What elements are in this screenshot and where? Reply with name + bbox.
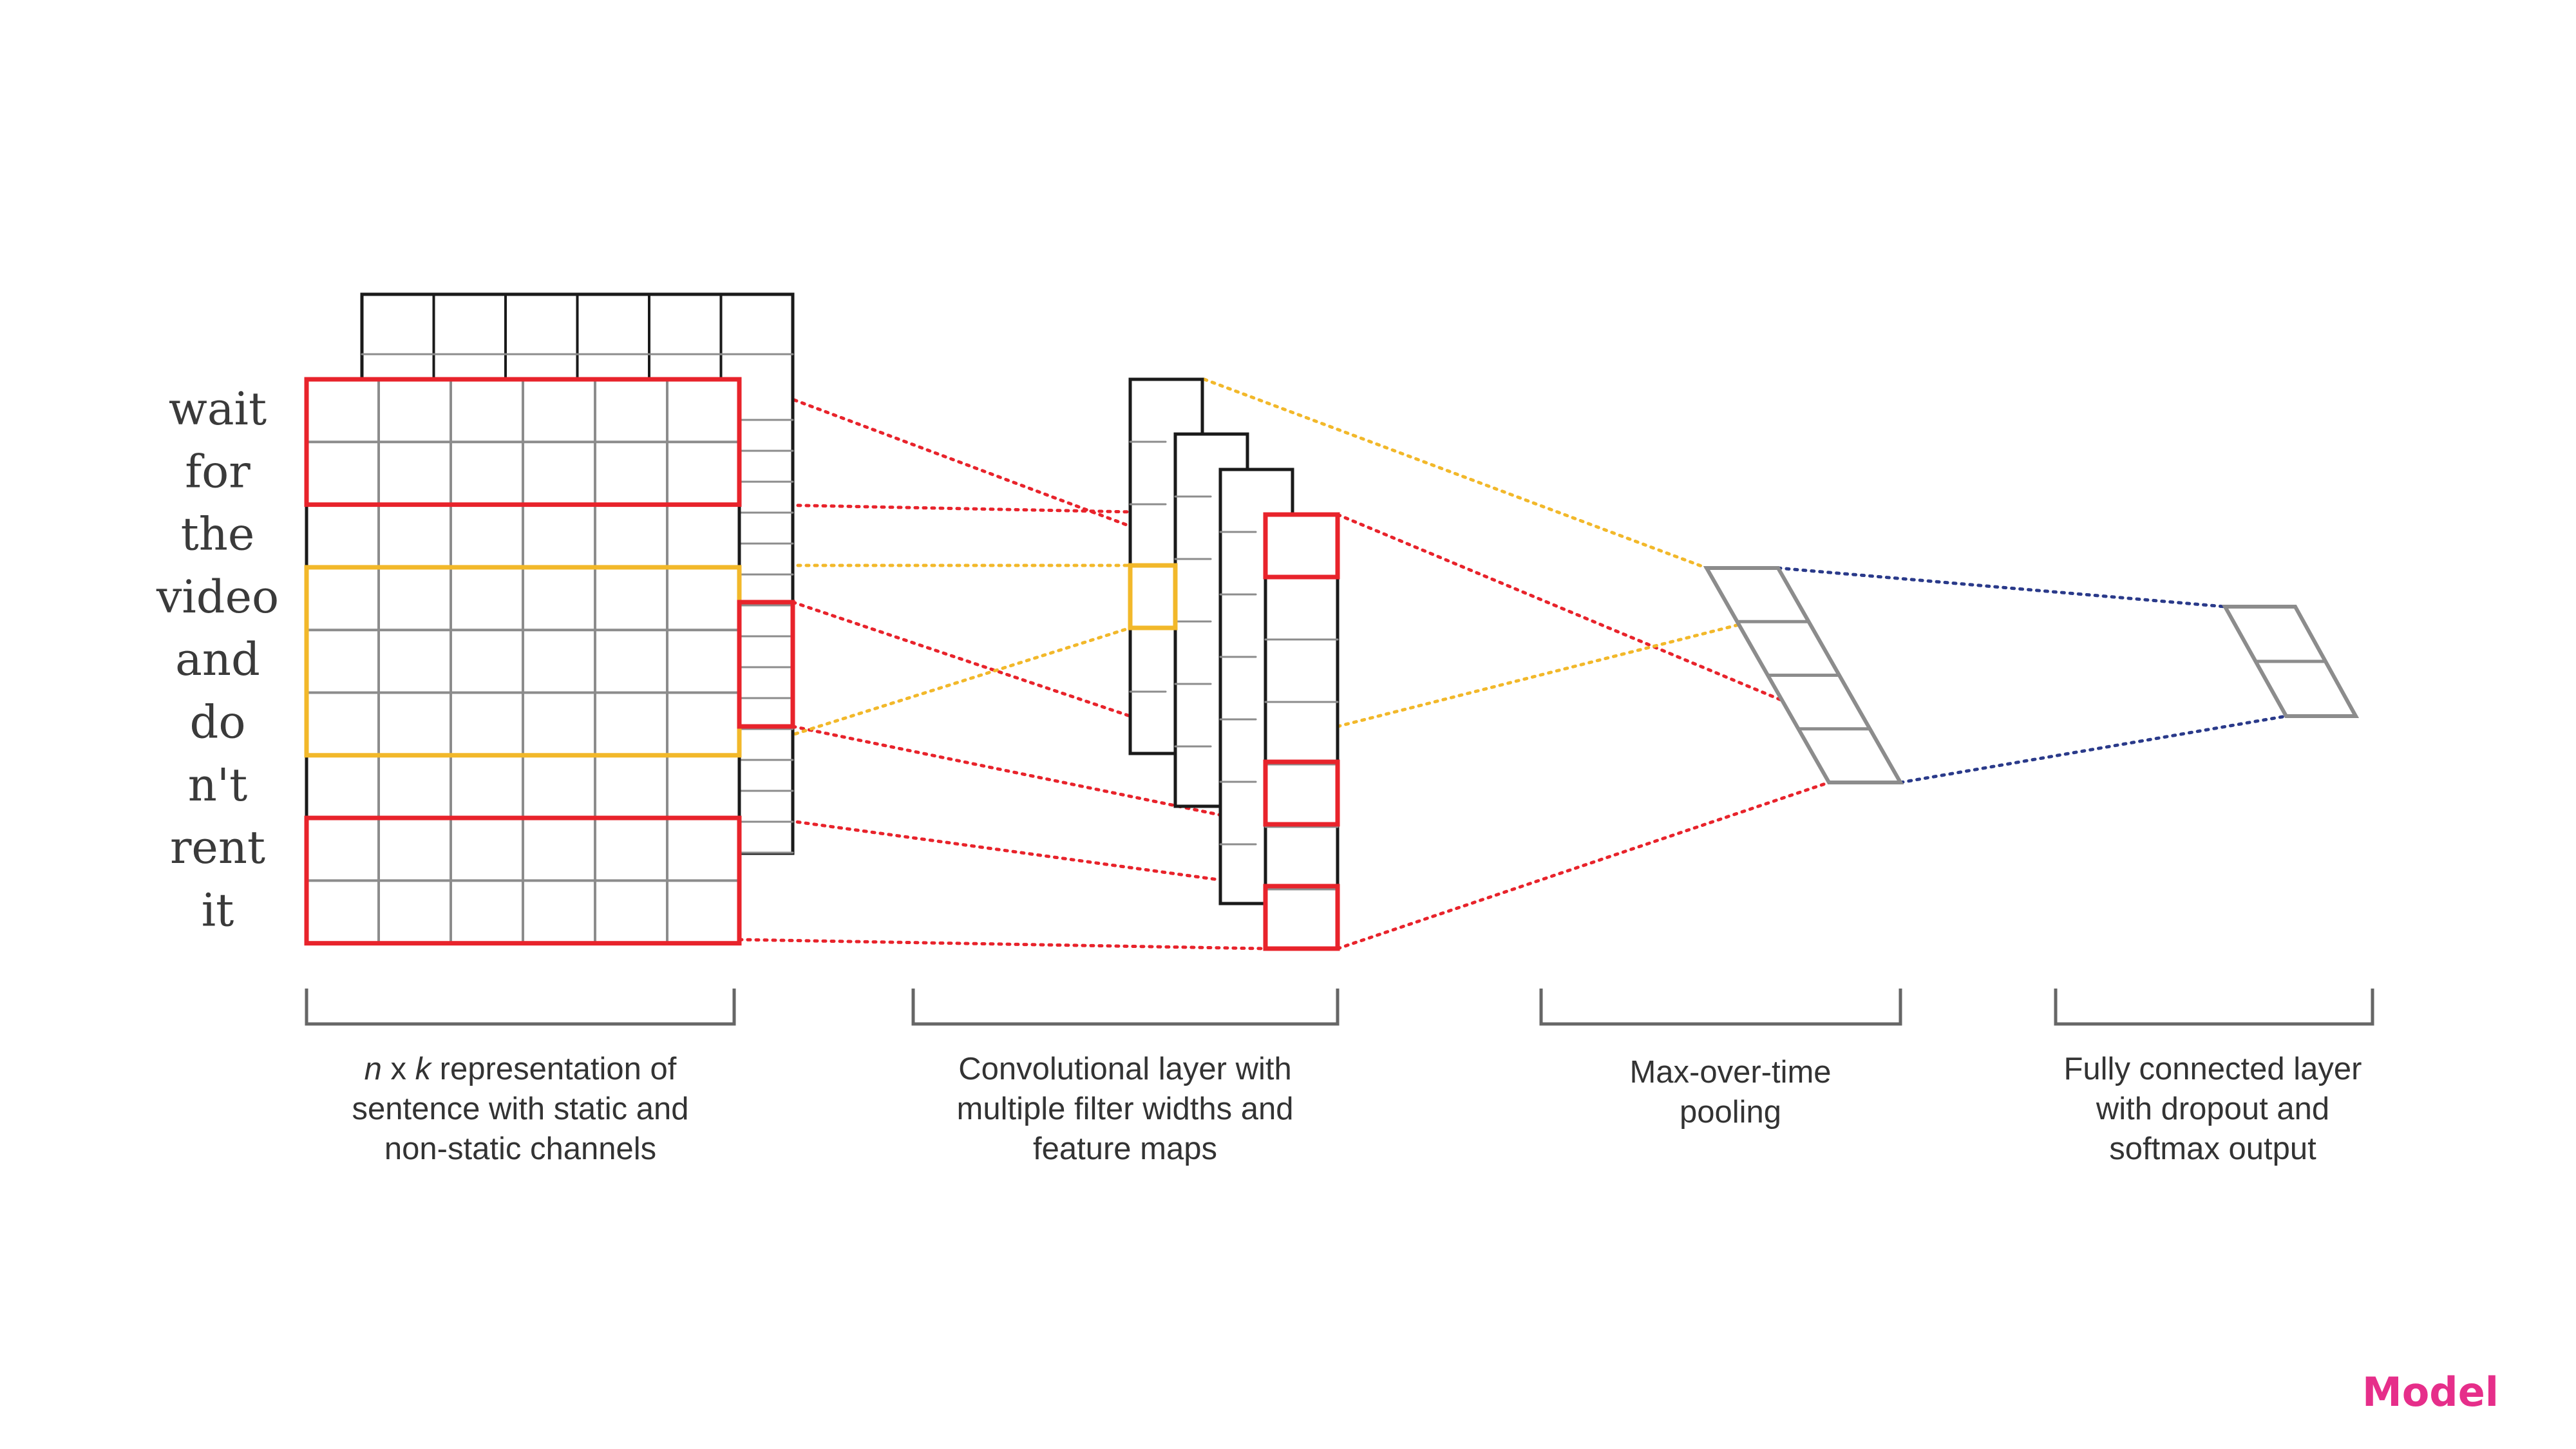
connector-blue	[1899, 714, 2288, 784]
caption-text-segment: with dropout and	[2096, 1092, 2329, 1126]
section-caption-line: sentence with static and	[352, 1092, 689, 1126]
feature-map-yellow-cell	[1128, 563, 1178, 630]
section-caption-line: n x k representation of	[365, 1052, 677, 1086]
section-caption-line: with dropout and	[2096, 1092, 2329, 1126]
sentence-matrix	[304, 292, 795, 946]
connector-red	[737, 938, 1267, 951]
connector-blue	[1776, 566, 2227, 609]
max-pooling-layer	[1703, 566, 1904, 784]
caption-text-segment: n	[365, 1052, 382, 1086]
section-caption-line: Fully connected layer	[2063, 1052, 2362, 1086]
section-bracket	[305, 989, 736, 1026]
caption-text-segment: sentence with static and	[352, 1092, 689, 1126]
caption-text-segment: feature maps	[1033, 1132, 1217, 1166]
section-bracket	[2054, 989, 2374, 1026]
fully-connected-layer	[2221, 605, 2360, 718]
connector-yellow	[1202, 377, 1709, 570]
feature-maps	[1128, 377, 1340, 951]
sentence-word: do	[190, 696, 246, 749]
caption-text-segment: k	[415, 1052, 433, 1086]
connector-red	[791, 724, 1267, 826]
sentence-word: and	[175, 633, 260, 686]
section-caption-line: Max-over-time	[1629, 1055, 1831, 1090]
section-caption-line: softmax output	[2109, 1132, 2316, 1166]
caption-text-segment: Fully connected layer	[2063, 1052, 2362, 1086]
sentence-word: the	[181, 508, 255, 561]
filter-window-red-bottom	[304, 815, 742, 946]
sentence-word: for	[185, 445, 251, 498]
caption-text-segment: multiple filter widths and	[957, 1092, 1294, 1126]
section-caption-line: pooling	[1680, 1095, 1781, 1130]
caption-text-segment: non-static channels	[384, 1132, 656, 1166]
caption-text-segment: pooling	[1680, 1095, 1781, 1130]
feature-map-red-cell-mid	[1263, 759, 1340, 827]
caption-text-segment: softmax output	[2109, 1132, 2316, 1166]
brand-logo-text: Model	[2362, 1368, 2499, 1416]
caption-text-segment: representation of	[431, 1052, 677, 1086]
connector-lines	[737, 377, 2288, 951]
connector-red	[737, 812, 1267, 888]
filter-window-red-top	[304, 377, 742, 507]
connector-yellow	[737, 626, 1132, 753]
section-captions: n x k representation of sentence with sta…	[352, 1052, 2362, 1166]
section-bracket	[1539, 989, 1902, 1026]
sentence-word: n't	[188, 759, 247, 811]
sentence-word: it	[202, 884, 234, 936]
sentence-words: wait for the video and do n't rent it	[156, 383, 279, 936]
section-caption-line: non-static channels	[384, 1132, 656, 1166]
section-caption-line: Convolutional layer with	[958, 1052, 1292, 1086]
feature-map-red-cell-bottom	[1263, 884, 1340, 951]
connector-red	[791, 600, 1267, 764]
section-caption-line: multiple filter widths and	[957, 1092, 1294, 1126]
connector-red	[1336, 781, 1831, 951]
feature-map-front-frame	[1264, 513, 1340, 951]
sentence-word: wait	[169, 383, 267, 435]
section-caption-line: feature maps	[1033, 1132, 1217, 1166]
connector-yellow	[1336, 620, 1754, 728]
feature-map-red-cell-top	[1263, 512, 1340, 580]
filter-window-red-static	[737, 600, 795, 729]
section-bracket	[911, 989, 1340, 1026]
connector-red	[1336, 513, 1831, 722]
caption-text-segment: Convolutional layer with	[958, 1052, 1292, 1086]
caption-text-segment: Max-over-time	[1629, 1055, 1831, 1090]
caption-text-segment: x	[382, 1052, 415, 1086]
sentence-word: video	[156, 571, 279, 623]
sentence-word: rent	[170, 821, 265, 874]
section-brackets	[305, 989, 2374, 1026]
